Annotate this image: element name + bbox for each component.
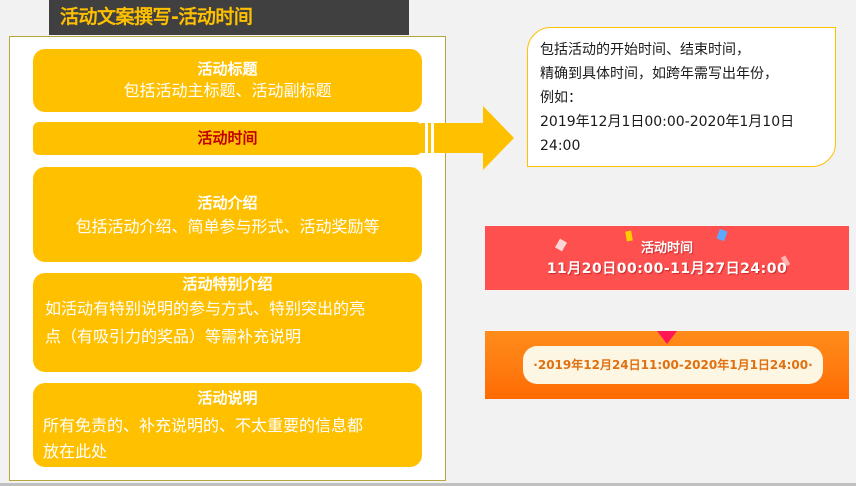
card-body-line: 所有免责的、补充说明的、不太重要的信息都 (43, 416, 364, 435)
bottom-divider (0, 483, 856, 486)
card-heading-highlighted: 活动时间 (197, 129, 258, 147)
example-banner-orange: ·2019年12月24日11:00-2020年1月1日24:00· (485, 331, 849, 399)
callout-line: 24:00 (540, 138, 581, 154)
page-title: 活动文案撰写-活动时间 (49, 0, 409, 35)
callout-line: 2019年12月1日00:00-2020年1月10日 (540, 114, 795, 130)
card-activity-notes: 活动说明 所有免责的、补充说明的、不太重要的信息都 放在此处 (33, 383, 422, 467)
card-heading: 活动说明 (197, 389, 258, 407)
card-body-line: 如活动有特别说明的参与方式、特别突出的亮 (45, 299, 366, 318)
callout-line: 包括活动的开始时间、结束时间， (540, 42, 750, 58)
card-heading: 活动特别介绍 (182, 275, 273, 293)
card-special-intro: 活动特别介绍 如活动有特别说明的参与方式、特别突出的亮 点（有吸引力的奖品）等需… (33, 273, 422, 372)
card-body: 包括活动介绍、简单参与形式、活动奖励等 (75, 217, 380, 236)
card-body: 包括活动主标题、活动副标题 (123, 81, 332, 100)
card-activity-intro: 活动介绍 包括活动介绍、简单参与形式、活动奖励等 (33, 167, 422, 262)
card-heading: 活动标题 (197, 60, 258, 78)
example-banner-red: 活动时间 11月20日00:00-11月27日24:00 (485, 226, 849, 290)
confetti-icon (716, 228, 728, 242)
confetti-icon (625, 230, 633, 242)
card-activity-title: 活动标题 包括活动主标题、活动副标题 (33, 49, 422, 112)
callout-line: 例如： (540, 90, 582, 106)
callout-line: 精确到具体时间，如跨年需写出年份， (540, 66, 778, 82)
card-body-line: 点（有吸引力的奖品）等需补充说明 (45, 327, 302, 346)
right-arrow-icon (421, 106, 514, 170)
banner-time: 11月20日00:00-11月27日24:00 (546, 261, 788, 277)
explanation-callout: 包括活动的开始时间、结束时间， 精确到具体时间，如跨年需写出年份， 例如： 20… (527, 27, 836, 167)
pointer-triangle-icon (657, 331, 677, 344)
card-body-line: 放在此处 (43, 442, 108, 461)
card-heading: 活动介绍 (197, 194, 258, 212)
banner-time: ·2019年12月24日11:00-2020年1月1日24:00· (523, 346, 823, 384)
banner-label: 活动时间 (640, 241, 693, 256)
card-activity-time: 活动时间 (33, 122, 422, 155)
